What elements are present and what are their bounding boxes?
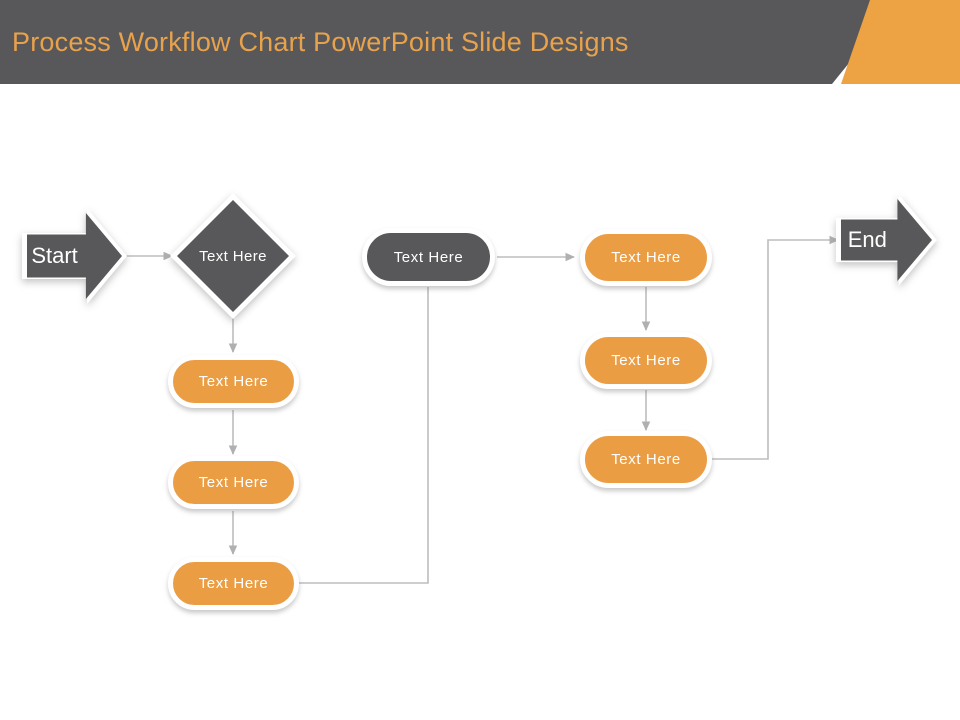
node-end-label: End xyxy=(847,227,887,252)
node-start[interactable]: Start xyxy=(22,208,127,304)
node-left-3[interactable]: Text Here xyxy=(168,557,299,610)
node-left-1[interactable]: Text Here xyxy=(168,355,299,408)
header-band xyxy=(0,0,900,84)
slide-title: Process Workflow Chart PowerPoint Slide … xyxy=(12,27,629,57)
node-decision[interactable]: Text Here xyxy=(170,193,296,319)
node-left-1-label: Text Here xyxy=(198,373,269,390)
node-end[interactable]: End xyxy=(836,194,937,286)
edge-n8-end xyxy=(712,235,839,460)
node-middle[interactable]: Text Here xyxy=(362,228,495,286)
node-left-3-label: Text Here xyxy=(198,575,269,592)
workflow-diagram: Start Text Here Text Here Text Here Text… xyxy=(0,84,960,720)
node-right-3-label: Text Here xyxy=(611,451,681,468)
connector-layer xyxy=(122,235,839,584)
edge-n4-n5 xyxy=(298,287,429,584)
node-left-2-label: Text Here xyxy=(198,474,269,491)
node-middle-label: Text Here xyxy=(393,248,464,266)
node-right-3[interactable]: Text Here xyxy=(580,431,712,488)
node-right-1[interactable]: Text Here xyxy=(580,229,712,286)
node-decision-label: Text Here xyxy=(199,247,267,265)
node-left-2[interactable]: Text Here xyxy=(168,456,299,509)
node-right-1-label: Text Here xyxy=(611,249,681,266)
node-start-label: Start xyxy=(31,243,78,268)
node-right-2-label: Text Here xyxy=(611,352,681,369)
node-right-2[interactable]: Text Here xyxy=(580,332,712,389)
